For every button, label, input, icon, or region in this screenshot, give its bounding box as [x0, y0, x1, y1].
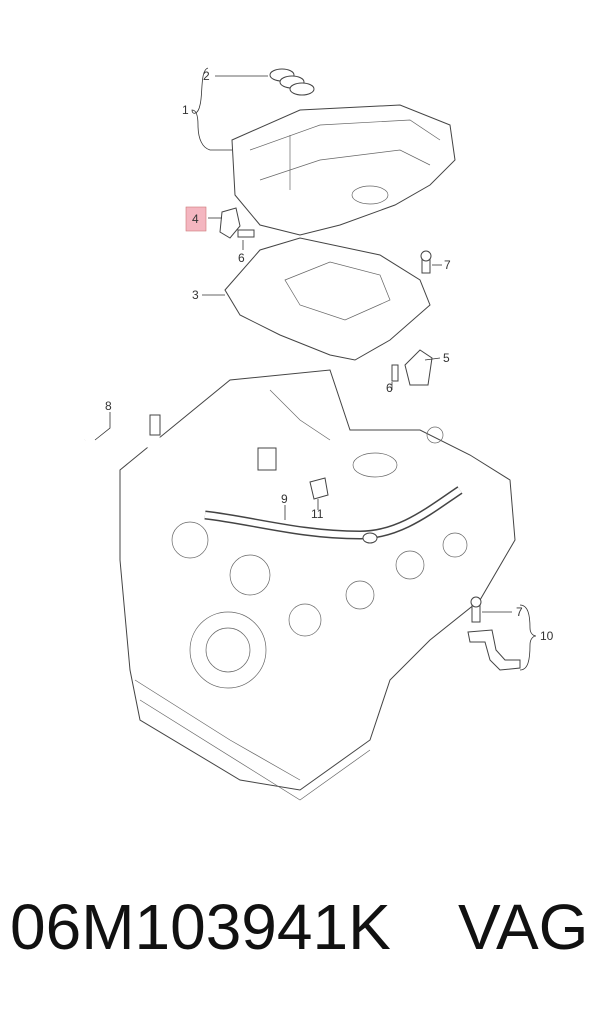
callout-5: 5 [443, 351, 450, 365]
callout-8: 8 [105, 399, 112, 413]
engine-cover [231, 104, 456, 236]
brand-name: VAG [458, 891, 589, 963]
engine-block [119, 369, 516, 801]
callout-1: 1 [182, 103, 189, 117]
callout-7b: 7 [516, 605, 523, 619]
callout-11: 11 [311, 507, 324, 521]
callout-7a: 7 [444, 258, 451, 272]
hose-clip [309, 477, 329, 500]
side-bracket [391, 250, 433, 386]
part-number: 06M103941K [10, 891, 391, 963]
breather-hose [84, 414, 277, 471]
vent-pipe [204, 486, 463, 544]
callout-labels: 2 1 4 6 7 3 5 6 8 9 11 7 10 [105, 69, 554, 643]
callout-9: 9 [281, 492, 288, 506]
callout-highlight [185, 206, 207, 232]
callout-4: 4 [192, 212, 199, 226]
callout-6b: 6 [386, 381, 393, 395]
exploded-parts-diagram: 2 1 4 6 7 3 5 6 8 9 11 7 10 [84, 67, 554, 801]
cover-bracket [224, 237, 431, 361]
leader-lines [94, 67, 537, 671]
small-bracket [219, 207, 255, 239]
callout-3: 3 [192, 288, 199, 302]
callout-6a: 6 [238, 251, 245, 265]
callout-10: 10 [540, 629, 554, 643]
callout-2: 2 [203, 69, 210, 83]
seal-rings [269, 68, 315, 96]
lower-bracket [467, 596, 521, 671]
